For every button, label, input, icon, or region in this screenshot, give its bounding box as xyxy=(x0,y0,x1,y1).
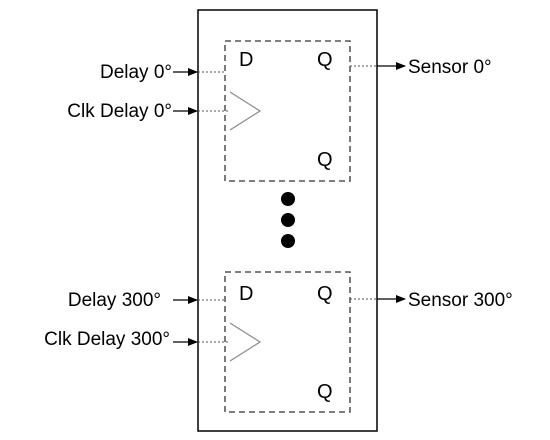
flipflop-box xyxy=(224,271,351,413)
pin-d: D xyxy=(239,283,253,305)
flipflop-0: D Q Q Delay 0° Clk Delay 0° Sensor 0° xyxy=(67,40,492,182)
ellipsis-dot xyxy=(281,213,295,227)
ellipsis-dot xyxy=(281,234,295,248)
ellipsis xyxy=(281,192,295,248)
input-label: Delay 0° xyxy=(100,62,172,83)
flipflop-1: D Q Q Delay 300° Clk Delay 300° Sensor 3… xyxy=(44,271,513,413)
clock-triangle-icon xyxy=(229,322,262,362)
clock-label: Clk Delay 300° xyxy=(44,329,170,350)
output-label: Sensor 0° xyxy=(408,57,492,78)
pin-q: Q xyxy=(317,49,333,71)
pin-q-bar: Q xyxy=(317,149,333,171)
clock-label: Clk Delay 0° xyxy=(67,101,172,122)
output-label: Sensor 300° xyxy=(408,290,513,311)
pin-q: Q xyxy=(317,283,333,305)
clock-triangle-icon xyxy=(229,91,262,131)
ellipsis-dot xyxy=(281,192,295,206)
flipflop-box xyxy=(224,40,351,182)
outer-box xyxy=(197,9,378,432)
pin-d: D xyxy=(239,49,253,71)
pin-q-bar: Q xyxy=(317,381,333,403)
input-label: Delay 300° xyxy=(68,290,161,311)
